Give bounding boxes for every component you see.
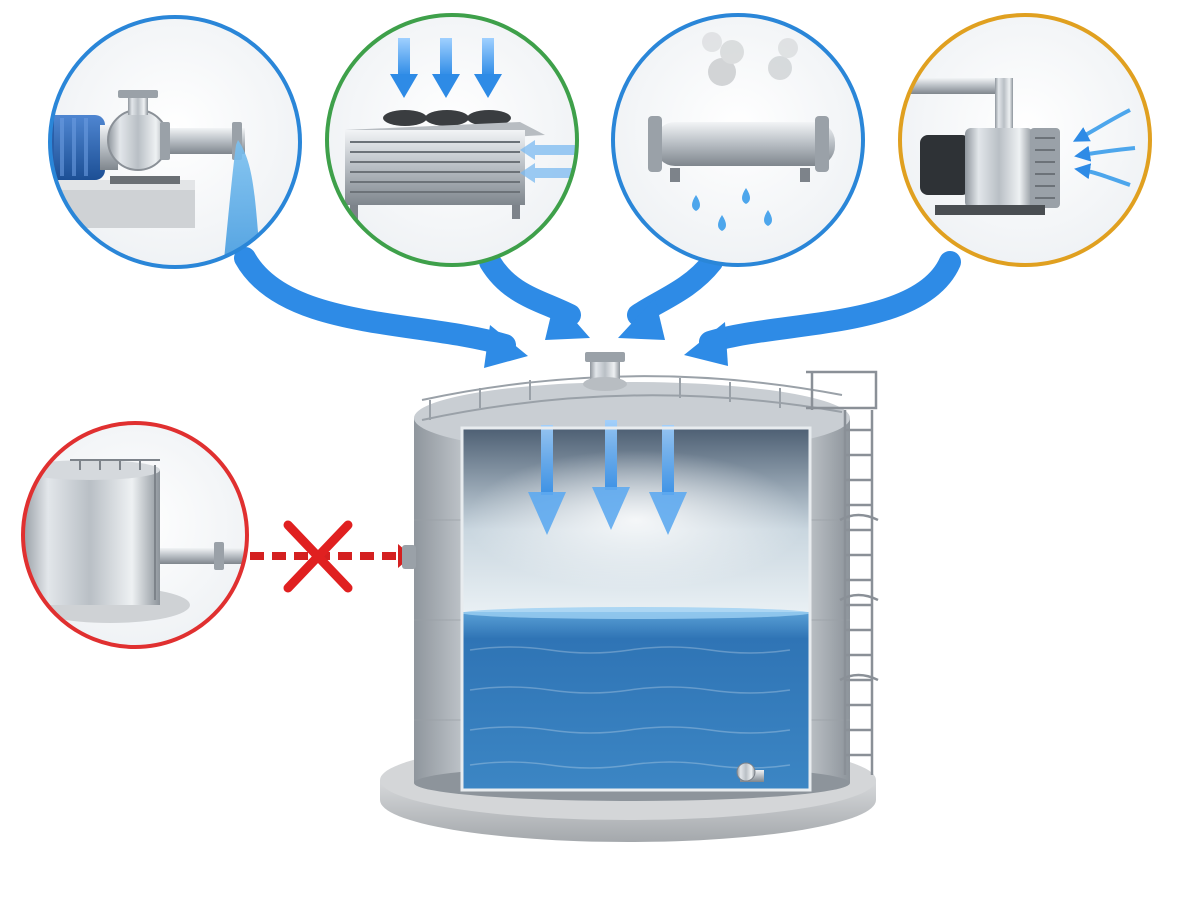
side-inlet-nozzle [402,545,416,569]
arrowhead-shell-tube [618,298,665,340]
motor-blower-icon [905,78,1060,215]
shell-and-tube-heat-exchanger-icon [648,116,835,182]
inflow-arrow-pump [234,247,516,356]
roof-vent-nozzle [583,352,627,391]
air-cooled-heat-exchanger-icon [345,110,545,219]
blocked-connection [250,520,412,593]
blocked-x-icon [283,520,353,593]
arrowhead-pump [484,325,528,368]
blower-callout [898,13,1152,267]
bottom-outlet-nozzle [736,762,764,782]
tank-cutaway [460,420,812,792]
inflow-arrow-blower [699,251,961,353]
shell-tube-callout [611,13,865,267]
isolated-tank-icon [23,459,245,623]
pump-callout [48,15,302,269]
internal-downflow-arrows [528,420,687,535]
intake-air-arrows [1072,108,1136,187]
side-air-arrows [520,140,575,183]
access-ladder [806,370,879,775]
steam-plume [702,32,798,86]
arrowhead-blower [684,322,728,366]
centrifugal-pump-icon [50,90,245,184]
isolated-tank-callout [21,421,249,649]
roof-railing [421,375,843,421]
water-droplets [692,188,772,231]
inflow-arrows [234,247,961,368]
downward-air-arrows [390,38,502,98]
main-storage-tank [380,352,879,842]
air-cooler-callout [325,13,579,267]
arrowhead-air-cooler [545,298,590,340]
